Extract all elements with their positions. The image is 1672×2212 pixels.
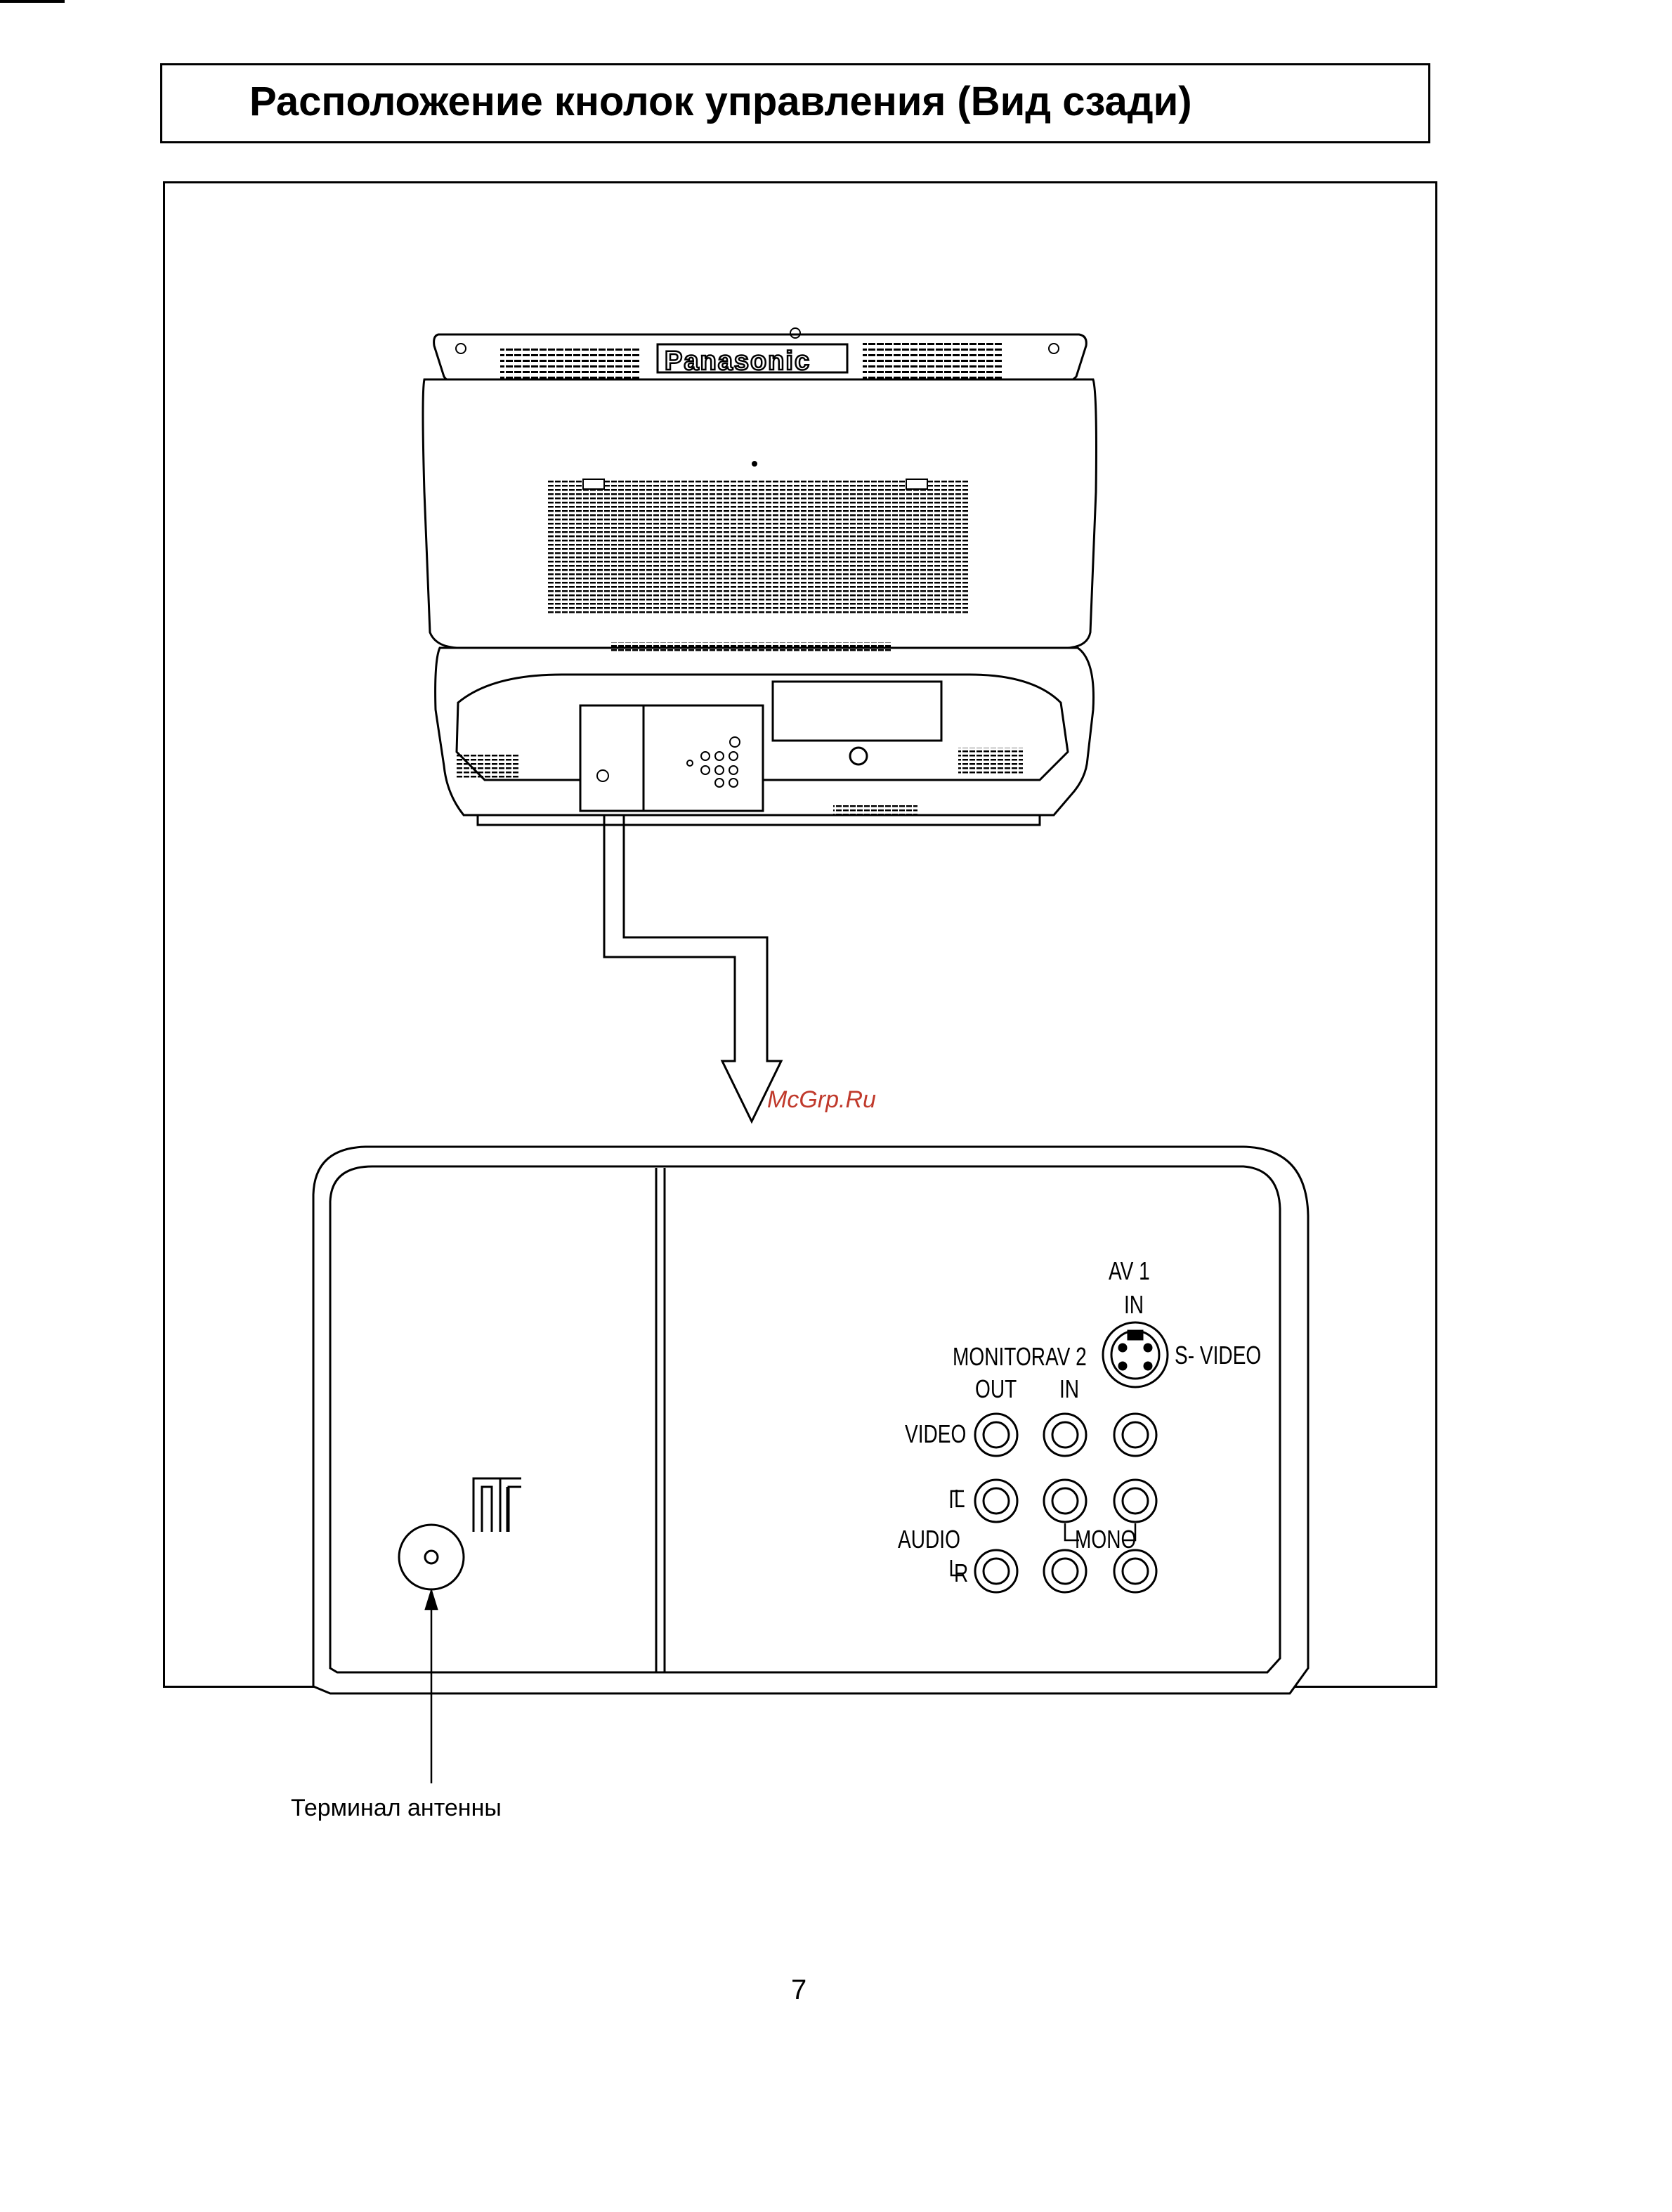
rear-panel (313, 1147, 1308, 1693)
vent-grille (863, 341, 1003, 379)
vent-grille (500, 347, 641, 382)
vent-grille (548, 481, 969, 614)
mono-label: MONO (1075, 1525, 1136, 1554)
audio-r-label: R (954, 1559, 968, 1588)
audio-l-label: L (954, 1484, 965, 1514)
connector-arrow (604, 815, 781, 1121)
monitor-label: MONITOR (953, 1342, 1045, 1372)
s-video-label: S- VIDEO (1175, 1341, 1261, 1370)
av2-in-label: IN (1059, 1374, 1079, 1404)
audio-label: AUDIO (898, 1525, 960, 1554)
vent-grille (455, 753, 520, 780)
antenna-terminal-caption: Терминал антенны (291, 1795, 502, 1822)
av1-label: AV 1 (1109, 1256, 1150, 1286)
vent-grille (958, 748, 1023, 776)
page-number: 7 (791, 1974, 806, 2006)
watermark: McGrp.Ru (767, 1086, 876, 1114)
av1-in-label: IN (1124, 1290, 1144, 1320)
video-label: VIDEO (905, 1419, 966, 1449)
brand-logo: Panasonic (665, 346, 811, 376)
monitor-out-label: OUT (975, 1374, 1017, 1404)
vent-grille (611, 642, 892, 652)
av2-label: AV 2 (1045, 1342, 1087, 1372)
